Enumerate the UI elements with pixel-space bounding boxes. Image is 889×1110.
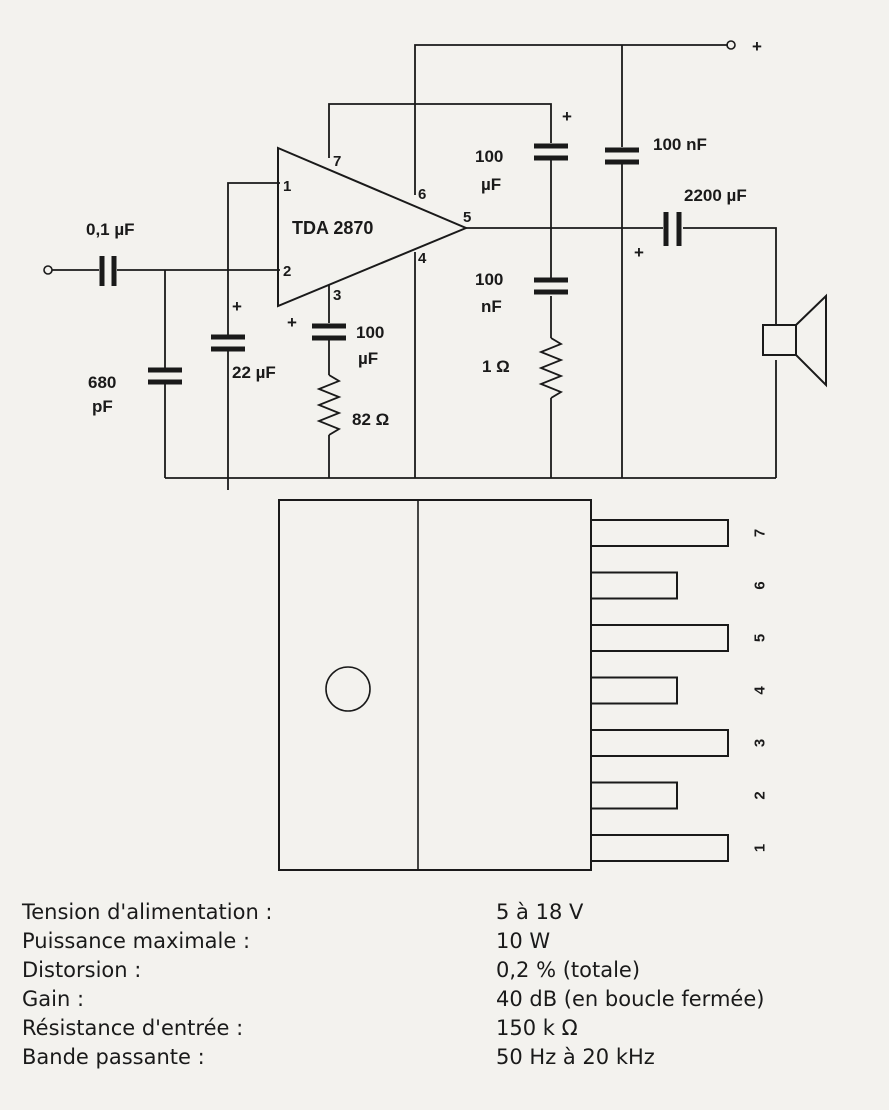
capacitor-100uf-pin3 — [312, 323, 346, 341]
pin-1-label: 1 — [283, 178, 291, 195]
label-c22-plus: + — [232, 297, 242, 316]
spec-label: Tension d'alimentation : — [22, 900, 273, 924]
speaker-icon — [762, 293, 827, 388]
spec-row: Résistance d'entrée : 150 k Ω — [22, 1014, 862, 1043]
pin-5-label: 5 — [463, 209, 471, 226]
spec-label: Distorsion : — [22, 958, 142, 982]
spec-value: 5 à 18 V — [496, 900, 584, 924]
spec-row: Tension d'alimentation : 5 à 18 V — [22, 898, 862, 927]
label-c100-pin3-unit: µF — [358, 349, 378, 368]
input-terminal — [43, 265, 53, 275]
spec-value: 50 Hz à 20 kHz — [496, 1045, 655, 1069]
label-c100-pin7-unit: µF — [481, 175, 501, 194]
spec-value: 0,2 % (totale) — [496, 958, 641, 982]
package-pin-label: 6 — [752, 581, 769, 589]
label-c100n-value: 100 — [475, 270, 503, 289]
pin-7-label: 7 — [333, 153, 341, 170]
label-c100-pin7-plus: + — [562, 107, 572, 126]
label-c680-value: 680 — [88, 373, 116, 392]
capacitor-100nf-output — [534, 277, 568, 295]
pin-6-label: 6 — [418, 186, 426, 203]
package-pin-4 — [590, 676, 678, 705]
label-r82: 82 Ω — [352, 410, 389, 429]
capacitor-100uf-pin7 — [534, 143, 568, 161]
capacitor-680pf — [148, 367, 182, 385]
label-c2200-plus: + — [634, 243, 644, 262]
supply-plus-label: + — [752, 37, 762, 56]
spec-row: Puissance maximale : 10 W — [22, 927, 862, 956]
pin-3-label: 3 — [333, 287, 341, 304]
pin-2-label: 2 — [283, 263, 291, 280]
package-pin-7 — [590, 519, 729, 547]
label-c22: 22 µF — [232, 363, 276, 382]
spec-value: 10 W — [496, 929, 551, 953]
resistor-1-ohm — [538, 337, 564, 399]
resistor-82-ohm — [316, 374, 342, 436]
spec-row: Bande passante : 50 Hz à 20 kHz — [22, 1043, 862, 1072]
label-c100n-unit: nF — [481, 297, 502, 316]
spec-value: 40 dB (en boucle fermée) — [496, 987, 765, 1011]
spec-value: 150 k Ω — [496, 1016, 578, 1040]
chip-label: TDA 2870 — [292, 218, 373, 238]
package-pin-1 — [590, 834, 729, 862]
package-pins: 7 6 5 4 3 2 1 — [590, 519, 769, 862]
amplifier-schematic: TDA 2870 1 2 3 4 5 6 7 + 0,1 µF 680 pF +… — [43, 37, 827, 490]
capacitor-2200uf — [663, 212, 682, 246]
package-pin-label: 3 — [752, 739, 769, 747]
supply-terminal — [726, 40, 736, 50]
label-c100-pin3-plus: + — [287, 313, 297, 332]
label-c100-pin7-value: 100 — [475, 147, 503, 166]
label-c100-pin3-value: 100 — [356, 323, 384, 342]
spec-label: Gain : — [22, 987, 85, 1011]
ground-symbol — [227, 478, 229, 490]
spec-label: Bande passante : — [22, 1045, 205, 1069]
capacitor-100nf-supply — [605, 147, 639, 165]
package-pin-label: 1 — [752, 844, 769, 852]
package-pin-label: 4 — [752, 686, 769, 695]
spec-row: Gain : 40 dB (en boucle fermée) — [22, 985, 862, 1014]
specifications-table: Tension d'alimentation : 5 à 18 V Puissa… — [22, 898, 862, 1072]
package-pin-label: 2 — [752, 791, 769, 799]
capacitor-22uf — [211, 334, 245, 352]
spec-row: Distorsion : 0,2 % (totale) — [22, 956, 862, 985]
spec-label: Résistance d'entrée : — [22, 1016, 244, 1040]
label-r1: 1 Ω — [482, 357, 510, 376]
package-outline: 7 6 5 4 3 2 1 — [278, 499, 769, 871]
label-c2200: 2200 µF — [684, 186, 747, 205]
package-mounting-hole — [325, 666, 371, 712]
package-pin-label: 5 — [752, 634, 769, 642]
package-pin-5 — [590, 624, 729, 652]
package-pin-2 — [590, 781, 678, 810]
label-c-input: 0,1 µF — [86, 220, 135, 239]
pin-4-label: 4 — [418, 250, 427, 267]
capacitor-input — [99, 256, 117, 286]
amplifier-triangle — [277, 146, 469, 308]
package-pin-3 — [590, 729, 729, 757]
label-c100n-supply: 100 nF — [653, 135, 707, 154]
package-pin-6 — [590, 571, 678, 600]
spec-label: Puissance maximale : — [22, 929, 251, 953]
label-c680-unit: pF — [92, 397, 113, 416]
package-pin-label: 7 — [752, 529, 769, 537]
